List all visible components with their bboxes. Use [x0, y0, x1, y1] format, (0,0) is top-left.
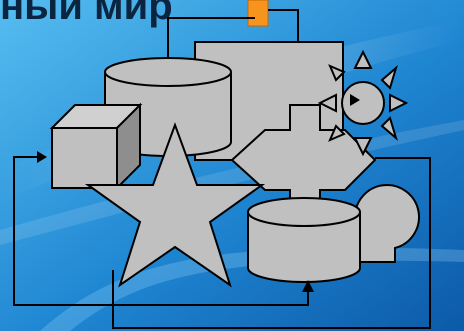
sun	[320, 52, 406, 154]
orange-rectangle	[248, 0, 268, 26]
rounded-shape	[355, 185, 419, 262]
arrow-right-icon	[37, 151, 47, 163]
bottom-cylinder	[248, 198, 360, 282]
cube	[52, 105, 140, 188]
